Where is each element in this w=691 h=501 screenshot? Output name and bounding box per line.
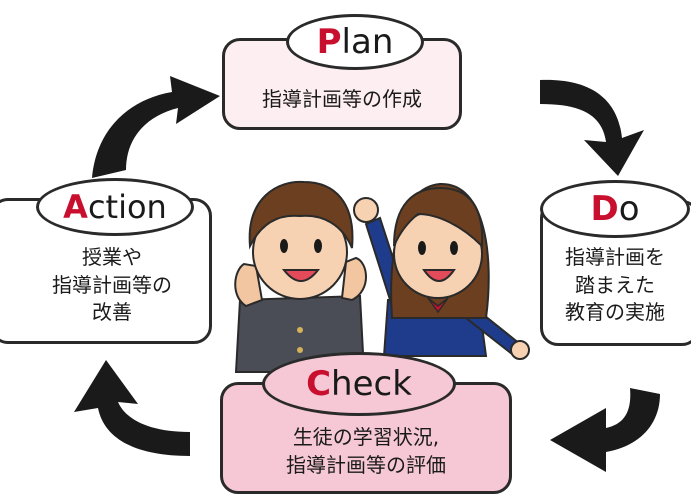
action-line-2: 指導計画等の	[52, 272, 172, 297]
action-description: 授業や 指導計画等の 改善	[12, 244, 212, 327]
arrow-action-to-plan	[92, 76, 220, 178]
do-rest: o	[618, 189, 640, 229]
do-line-1: 指導計画を	[565, 245, 665, 269]
do-initial: D	[590, 189, 619, 229]
do-line-2: 踏まえた	[575, 272, 655, 297]
action-line-3: 改善	[92, 300, 132, 325]
plan-line-1: 指導計画等の作成	[262, 87, 422, 111]
arrow-check-to-action	[74, 360, 190, 456]
action-rest: ction	[87, 188, 167, 226]
check-line-1: 生徒の学習状況,	[292, 425, 440, 449]
student-girl-illustration	[353, 182, 530, 360]
action-line-1: 授業や	[82, 245, 142, 269]
check-rest: heck	[331, 364, 412, 404]
arrow-do-to-check	[550, 388, 660, 472]
do-description: 指導計画を 踏まえた 教育の実施	[540, 244, 690, 327]
do-line-3: 教育の実施	[565, 300, 665, 325]
check-initial: C	[306, 364, 332, 404]
plan-rest: lan	[341, 22, 394, 62]
plan-initial: P	[316, 22, 342, 62]
action-initial: A	[63, 188, 88, 226]
plan-description: 指導計画等の作成	[222, 86, 462, 114]
check-description: 生徒の学習状況, 指導計画等の評価	[220, 424, 512, 479]
arrow-plan-to-do	[540, 79, 644, 176]
student-boy-illustration	[234, 180, 367, 373]
check-line-2: 指導計画等の評価	[286, 452, 446, 477]
